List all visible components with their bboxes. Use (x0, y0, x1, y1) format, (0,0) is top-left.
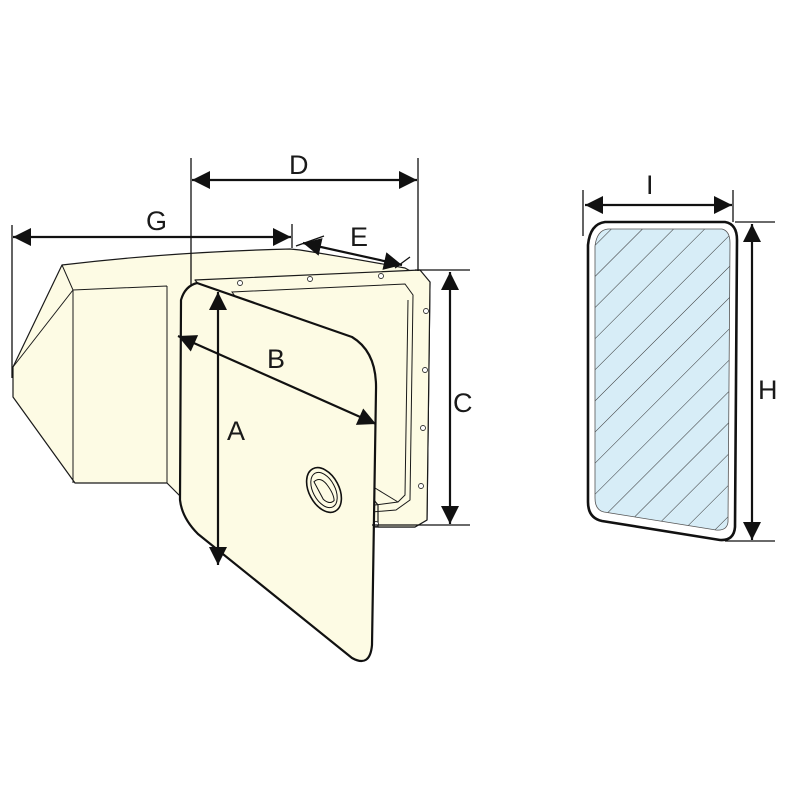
label-B: B (267, 344, 285, 374)
label-D: D (289, 150, 309, 180)
label-I: I (646, 170, 654, 200)
screw-holes (237, 273, 429, 527)
label-H: H (758, 375, 778, 405)
label-A: A (227, 416, 245, 446)
dim-B (177, 334, 377, 426)
label-E: E (350, 222, 368, 252)
glass-pane (586, 220, 739, 542)
hatch-door (178, 281, 378, 663)
label-C: C (453, 388, 473, 418)
dim-E (302, 238, 403, 270)
label-G: G (146, 206, 167, 236)
door-handle-icon (305, 466, 343, 514)
extension-lines (11, 158, 775, 542)
dimension-arrows (13, 171, 761, 565)
